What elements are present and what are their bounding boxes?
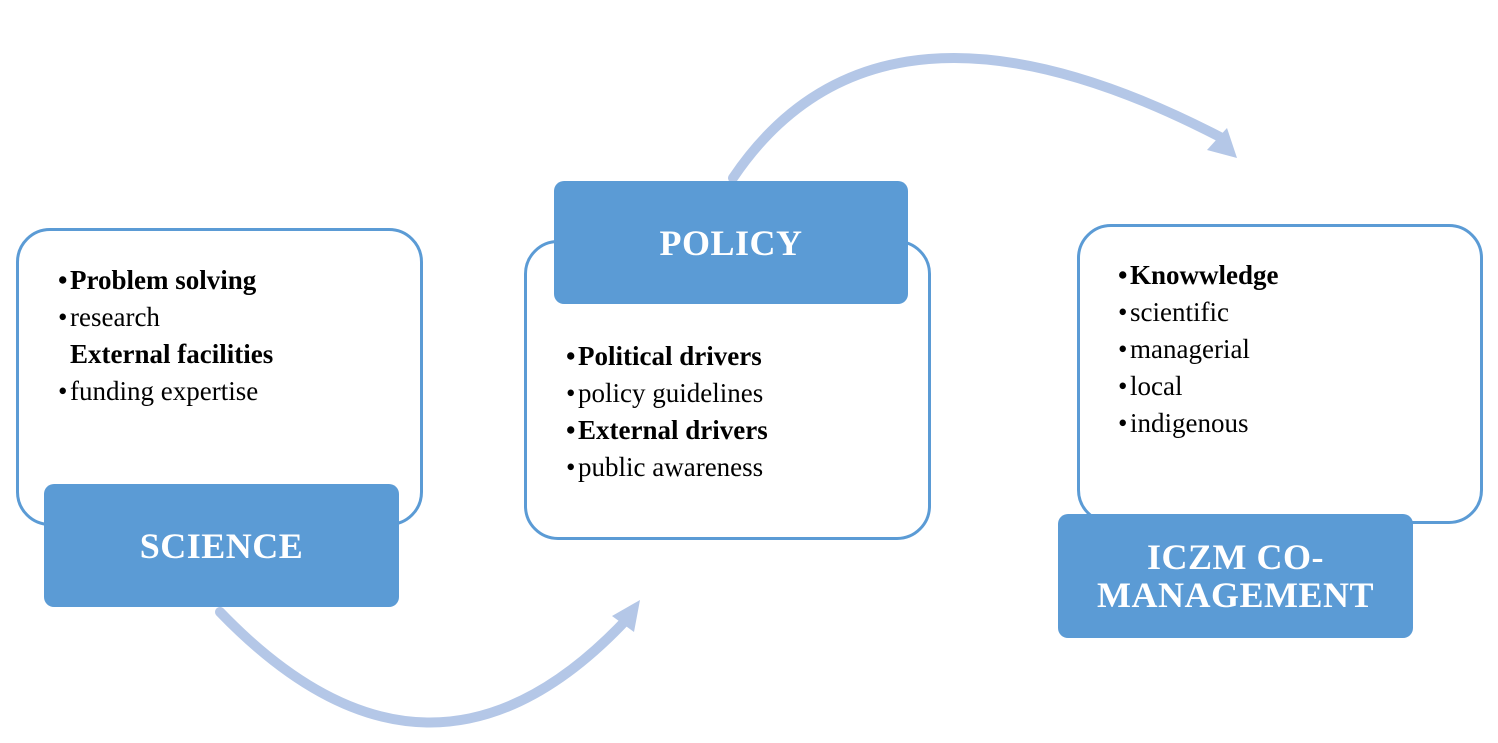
list-item: •External drivers: [566, 415, 768, 445]
list-item: •indigenous: [1118, 408, 1249, 438]
iczm-label-line1: ICZM CO-: [1147, 537, 1324, 577]
science-list: •Problem solving •research External faci…: [58, 262, 273, 410]
iczm-label-line2: MANAGEMENT: [1097, 575, 1374, 615]
list-item: •policy guidelines: [566, 378, 764, 408]
arrow-policy-to-iczm: [728, 53, 1227, 183]
list-item: •managerial: [1118, 334, 1250, 364]
iczm-list: •Knowwledge •scientific •managerial •loc…: [1118, 257, 1279, 442]
policy-list: •Political drivers •policy guidelines •E…: [566, 338, 768, 486]
policy-label: POLICY: [554, 181, 908, 304]
science-box: [16, 228, 423, 526]
list-item: •Problem solving: [58, 265, 257, 295]
iczm-label: ICZM CO- MANAGEMENT: [1058, 514, 1413, 638]
list-item: •Political drivers: [566, 341, 762, 371]
iczm-box: [1077, 224, 1483, 524]
list-item: •research: [58, 302, 160, 332]
list-item: •public awareness: [566, 452, 764, 482]
science-label: SCIENCE: [44, 484, 399, 607]
list-item: •scientific: [1118, 297, 1229, 327]
arrowhead-science-to-policy: [612, 600, 640, 632]
list-item: •funding expertise: [58, 376, 259, 406]
list-item: •Knowwledge: [1118, 260, 1279, 290]
arrow-science-to-policy: [215, 607, 633, 728]
arrowhead-policy-to-iczm: [1207, 128, 1237, 158]
list-item: •local: [1118, 371, 1183, 401]
list-item: External facilities: [70, 339, 274, 369]
